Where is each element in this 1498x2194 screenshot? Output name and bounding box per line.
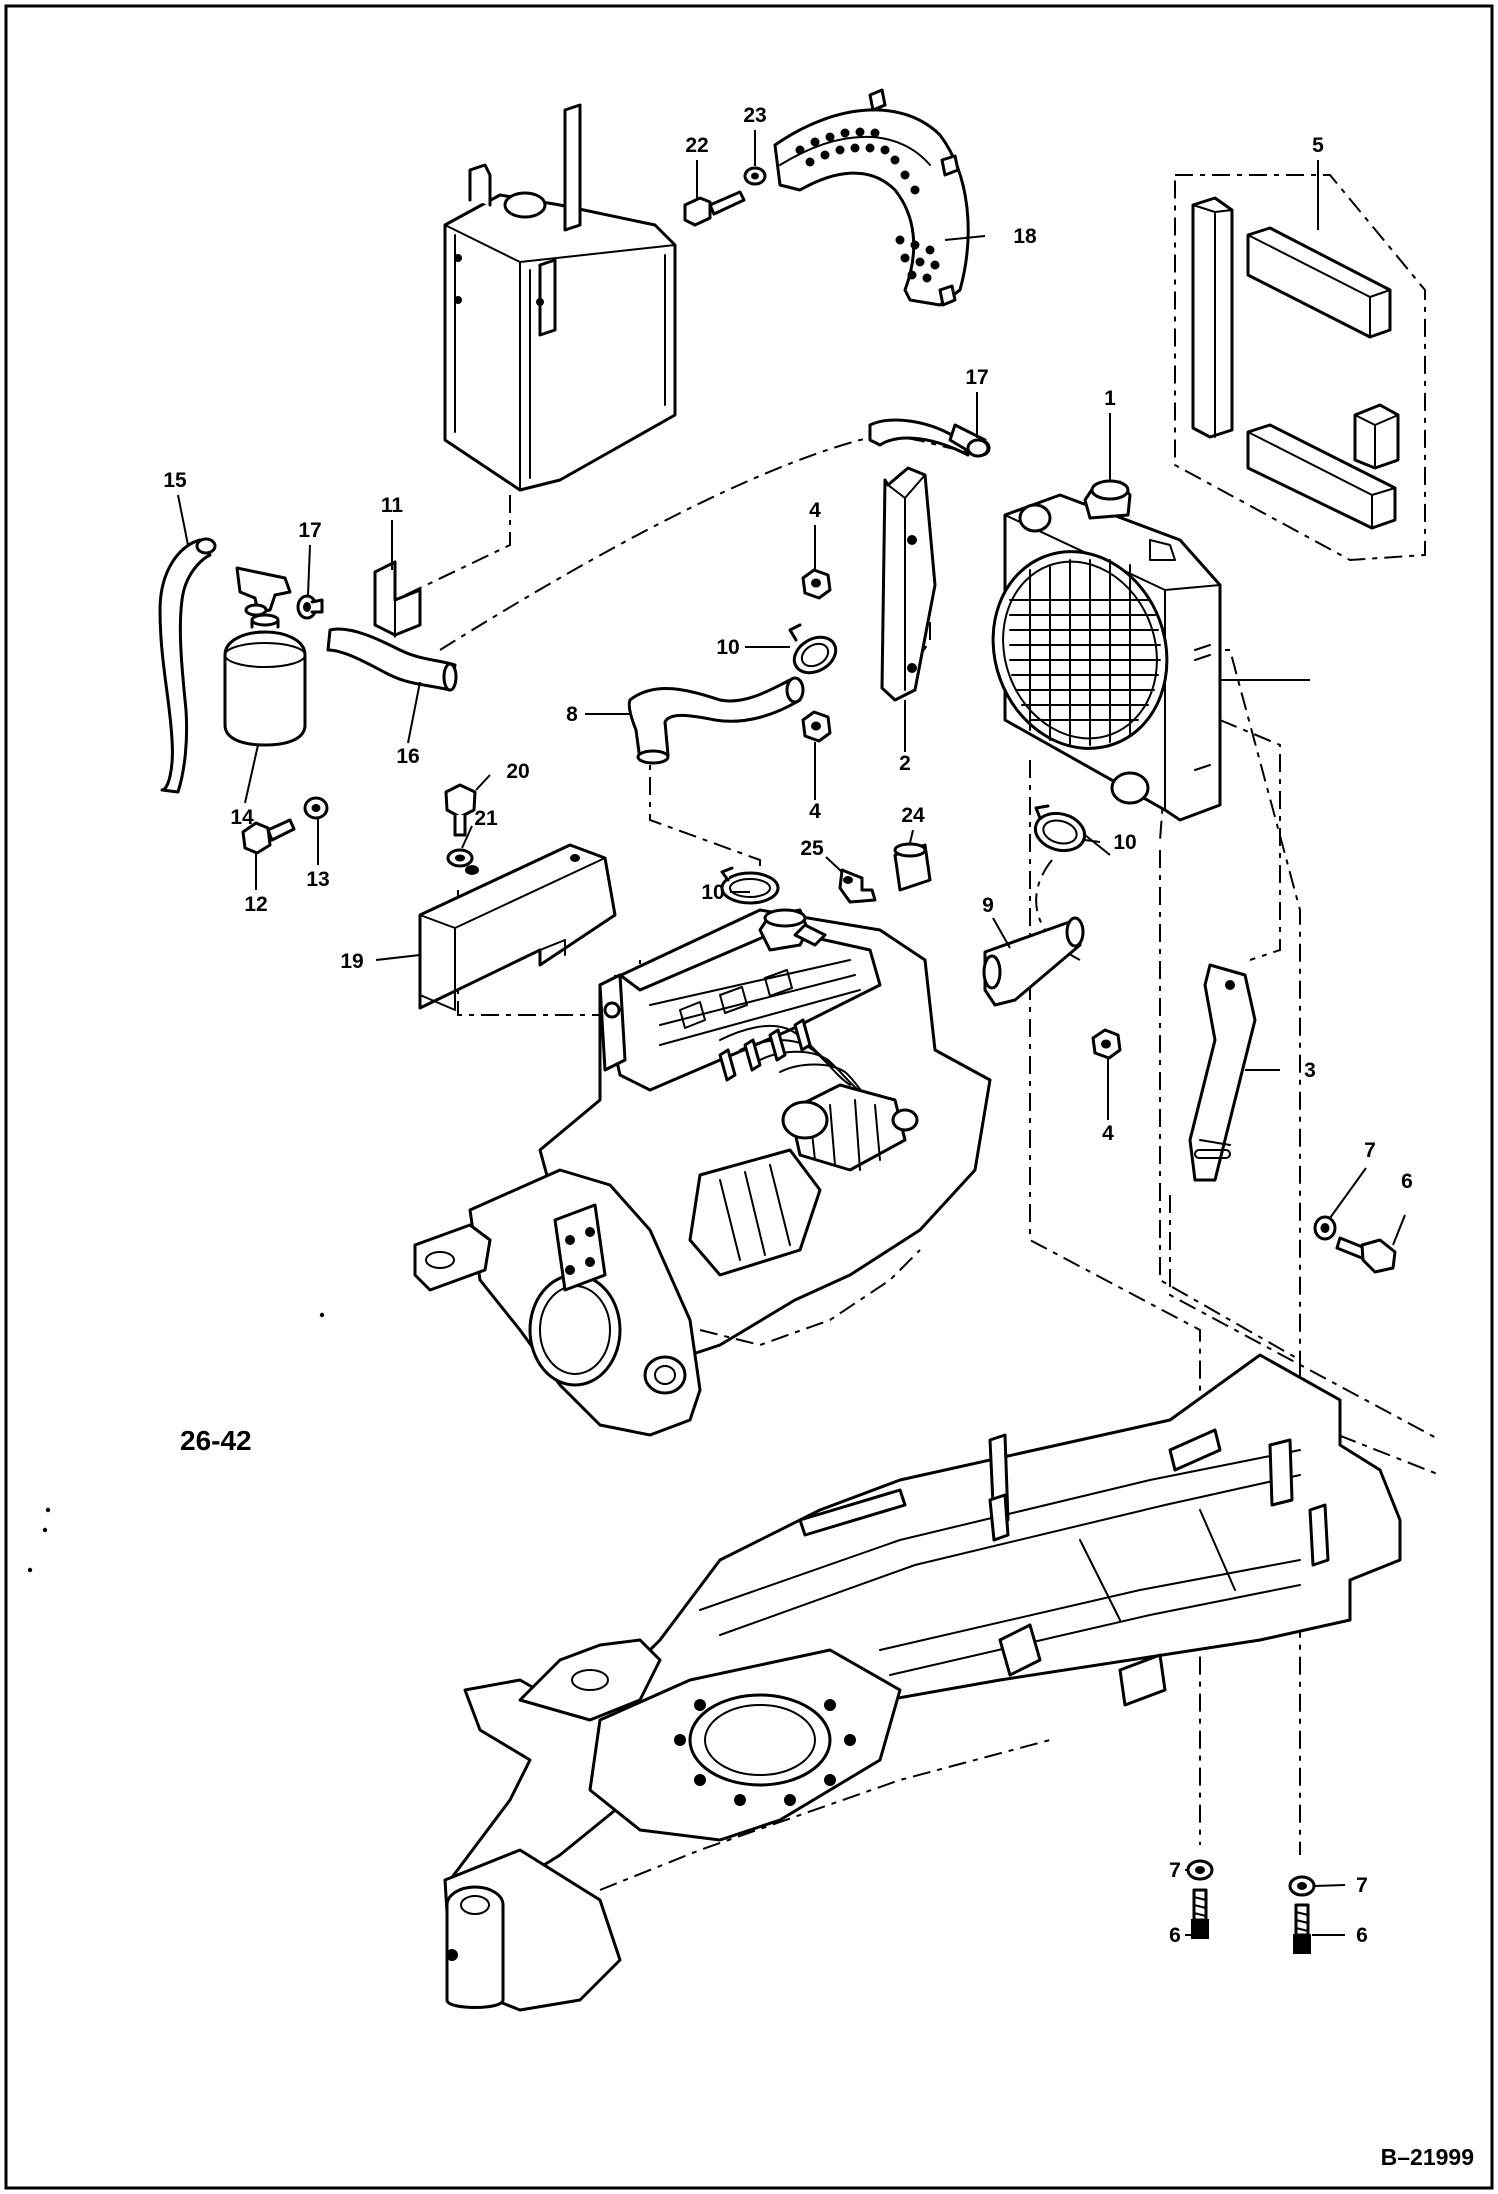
callout-5: 5 bbox=[1312, 134, 1324, 157]
callout-4-middle: 4 bbox=[809, 800, 821, 823]
callout-labels: 1 2 3 4 4 4 5 6 6 6 7 7 7 8 9 10 10 10 1… bbox=[163, 104, 1413, 1947]
callout-10-right: 10 bbox=[1113, 831, 1136, 854]
callout-11: 11 bbox=[381, 494, 404, 517]
hose-clamp-17-left bbox=[296, 594, 324, 620]
bolt-22 bbox=[683, 190, 746, 227]
callout-21: 21 bbox=[474, 807, 498, 830]
sleeve-24 bbox=[893, 842, 932, 892]
speck bbox=[42, 1527, 48, 1533]
washer-7-bottom-right bbox=[1288, 1875, 1316, 1897]
lower-hose bbox=[982, 916, 1085, 1007]
callout-10-upper: 10 bbox=[716, 636, 739, 659]
callout-14: 14 bbox=[230, 806, 254, 829]
callout-25: 25 bbox=[800, 837, 824, 860]
radiator bbox=[991, 479, 1222, 822]
callout-leaders bbox=[177, 130, 1406, 1936]
hose-16 bbox=[326, 627, 458, 692]
callout-12: 12 bbox=[244, 893, 267, 916]
callout-18: 18 bbox=[1013, 225, 1037, 248]
callout-8: 8 bbox=[566, 703, 578, 726]
callout-9: 9 bbox=[982, 894, 994, 917]
drawing-number: B–21999 bbox=[1381, 2144, 1474, 2170]
guard-perforation-holes bbox=[795, 127, 940, 283]
callout-17-upper: 17 bbox=[965, 366, 988, 389]
hose-clamp-10-middle bbox=[720, 866, 780, 905]
callout-7-bottom-right: 7 bbox=[1356, 1874, 1368, 1897]
washer-13 bbox=[303, 796, 329, 820]
washer-7-bottom-left bbox=[1186, 1859, 1214, 1881]
section-reference: 26-42 bbox=[180, 1425, 252, 1456]
washer-21 bbox=[446, 848, 474, 868]
bolt-6-bottom-left bbox=[1191, 1888, 1209, 1939]
support-brace bbox=[1188, 963, 1257, 1182]
washer-7-brace bbox=[1313, 1215, 1337, 1241]
nut-4-lower bbox=[1091, 1028, 1122, 1060]
bolt-20 bbox=[444, 783, 477, 837]
callout-20: 20 bbox=[506, 760, 529, 783]
upper-hose bbox=[627, 676, 805, 765]
engine-assembly bbox=[413, 908, 992, 1437]
foam-seal-kit bbox=[1174, 174, 1426, 562]
reservoir-bottle bbox=[223, 613, 307, 747]
nut-4-upper bbox=[801, 568, 832, 600]
callout-1: 1 bbox=[1104, 387, 1116, 410]
callout-6-brace: 6 bbox=[1401, 1170, 1413, 1193]
callout-2: 2 bbox=[899, 752, 911, 775]
bolt-6-bottom-right bbox=[1293, 1903, 1311, 1954]
callout-6-bottom-right: 6 bbox=[1356, 1924, 1368, 1947]
shroud-bracket bbox=[880, 466, 937, 702]
callout-23: 23 bbox=[743, 104, 766, 127]
callout-4-lower: 4 bbox=[1102, 1122, 1114, 1145]
hose-clamp-17-upper bbox=[966, 438, 990, 458]
callout-10-middle: 10 bbox=[701, 881, 724, 904]
callout-3: 3 bbox=[1304, 1059, 1316, 1082]
callout-6-bottom-left: 6 bbox=[1169, 1924, 1181, 1947]
callout-19: 19 bbox=[340, 950, 363, 973]
callout-16: 16 bbox=[396, 745, 419, 768]
bolt-12 bbox=[241, 818, 296, 855]
overflow-hose-15 bbox=[158, 537, 217, 794]
callout-7-brace: 7 bbox=[1364, 1139, 1376, 1162]
callout-17-left: 17 bbox=[298, 519, 321, 542]
swing-plate-holes bbox=[674, 1699, 856, 1806]
upperstructure-frame bbox=[443, 1353, 1402, 2012]
nut-4-middle bbox=[801, 710, 832, 743]
callout-22: 22 bbox=[685, 134, 708, 157]
speck bbox=[27, 1567, 33, 1573]
callout-4-upper: 4 bbox=[809, 499, 821, 522]
diagram-frame bbox=[4, 4, 1494, 2190]
speck bbox=[45, 1507, 51, 1513]
clip-25 bbox=[838, 868, 877, 904]
coolant-tank bbox=[443, 103, 677, 492]
callout-24: 24 bbox=[901, 804, 925, 827]
hose-clamp-10-upper bbox=[788, 623, 838, 675]
hose-clamp-10-right bbox=[1033, 804, 1087, 853]
heat-shield bbox=[418, 843, 617, 1011]
tee-fitting bbox=[235, 566, 292, 617]
radiator-core-grille bbox=[1009, 559, 1161, 746]
fan-guard bbox=[773, 88, 970, 307]
hose-bracket-11 bbox=[373, 560, 422, 637]
washer-23 bbox=[743, 166, 767, 186]
callout-13: 13 bbox=[306, 868, 329, 891]
speck bbox=[319, 1312, 325, 1318]
callout-7-bottom-left: 7 bbox=[1169, 1859, 1181, 1882]
bolt-6-brace bbox=[1335, 1236, 1397, 1274]
callout-15: 15 bbox=[163, 469, 187, 492]
